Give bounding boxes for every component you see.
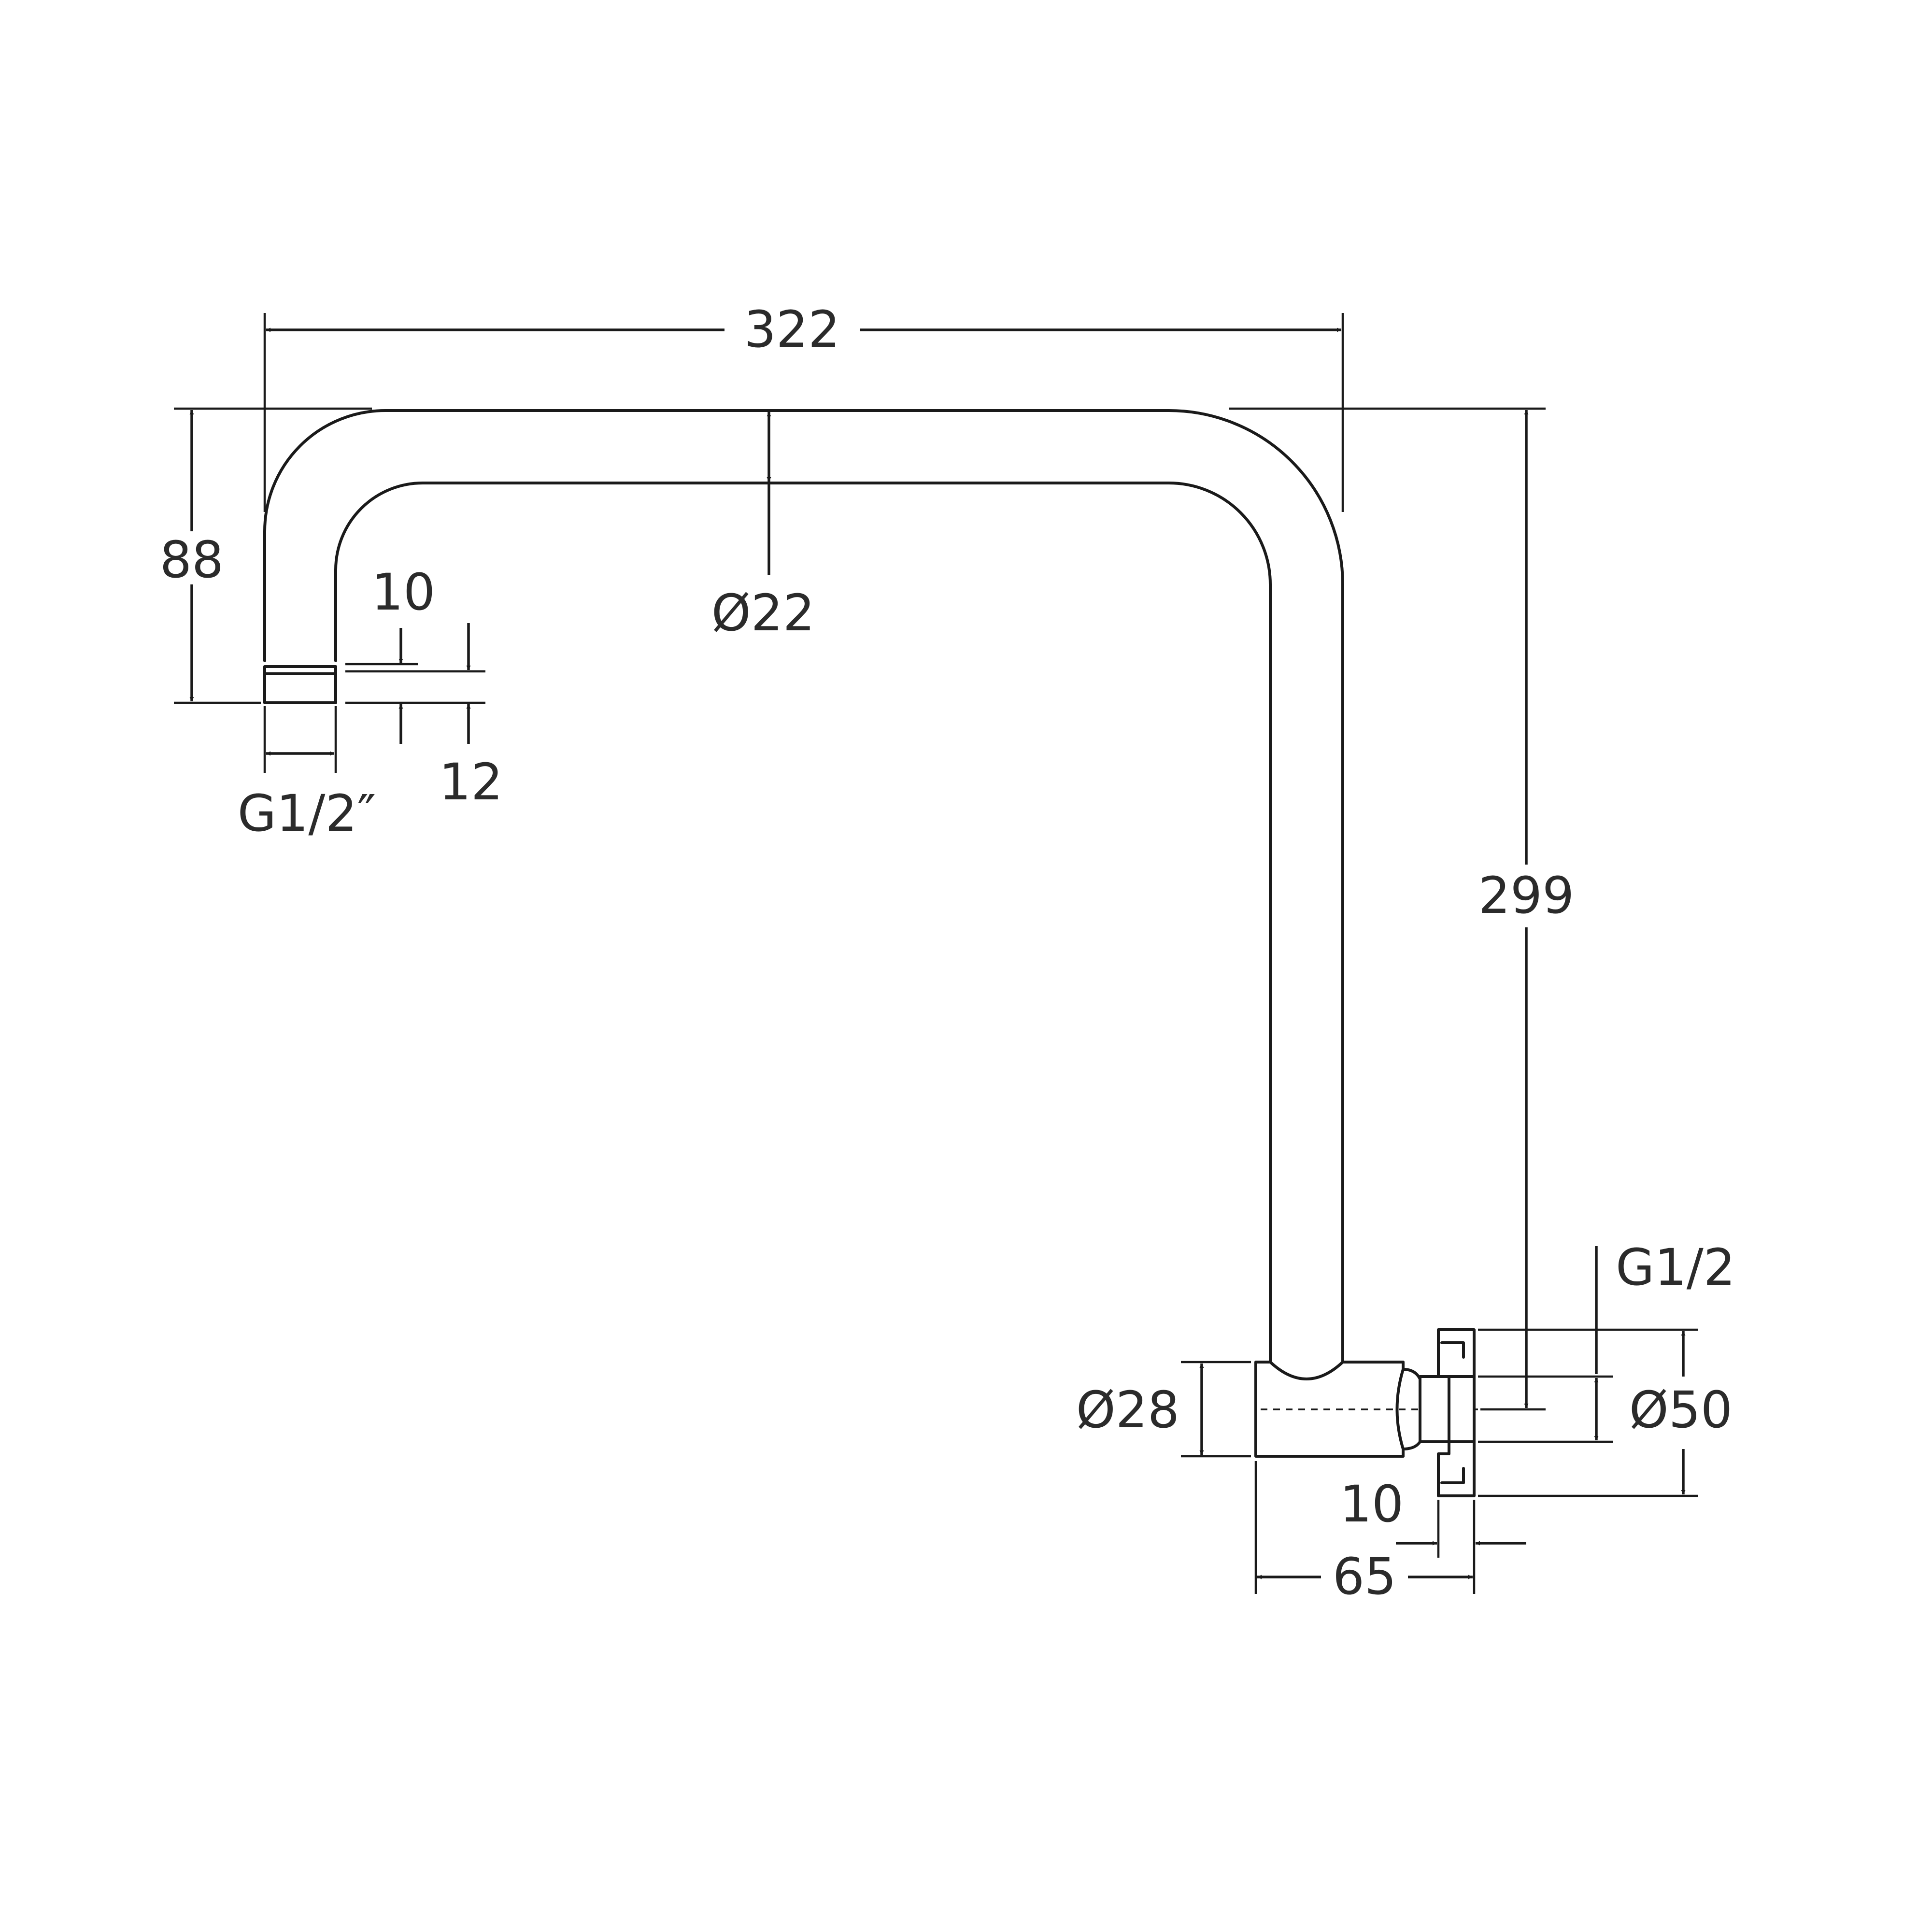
label-outlet-thread-length-lower: 12 xyxy=(439,753,503,811)
dim-flange-thickness: 10 xyxy=(1340,1475,1526,1594)
dim-inlet-thread: G1/2 xyxy=(1595,1238,1735,1374)
flange-clip-bottom xyxy=(1440,1467,1465,1484)
label-outlet-thread-length-upper: 10 xyxy=(371,563,435,622)
dim-overall-width: 322 xyxy=(263,300,1344,512)
label-flange-diameter: Ø50 xyxy=(1629,1380,1733,1439)
dim-overall-height: 299 xyxy=(1229,407,1575,1411)
label-overall-height: 299 xyxy=(1478,866,1575,925)
arm-outer-contour xyxy=(263,409,1344,1364)
dim-base-depth: 65 xyxy=(1254,1461,1473,1606)
arm-inner-contour xyxy=(334,482,1272,1364)
dim-base-diameter: Ø28 xyxy=(1076,1361,1251,1458)
wall-flange xyxy=(1437,1328,1476,1497)
inlet-thread xyxy=(1419,1375,1476,1443)
dimensions: 322 88 Ø22 10 12 xyxy=(160,300,1735,1606)
label-tube-diameter: Ø22 xyxy=(711,583,815,642)
label-base-depth: 65 xyxy=(1333,1547,1396,1606)
flange-clip-top xyxy=(1440,1341,1465,1359)
label-base-diameter: Ø28 xyxy=(1076,1380,1179,1439)
wall-base xyxy=(1254,1361,1405,1458)
label-inlet-thread: G1/2 xyxy=(1616,1238,1735,1297)
outlet-thread xyxy=(263,665,337,704)
label-outlet-thread: G1/2″ xyxy=(238,784,376,843)
dim-outlet-thread: G1/2″ xyxy=(238,706,376,843)
dim-tube-diameter: Ø22 xyxy=(711,412,815,642)
label-overall-width: 322 xyxy=(744,300,840,359)
dim-top-height: 88 xyxy=(160,407,372,704)
dim-outlet-thread-length: 10 12 xyxy=(345,563,503,811)
label-top-height: 88 xyxy=(160,530,224,589)
shower-arm-body xyxy=(263,409,1478,1497)
dim-flange-diameter: Ø50 xyxy=(1478,1328,1733,1497)
label-flange-thickness: 10 xyxy=(1340,1475,1404,1534)
